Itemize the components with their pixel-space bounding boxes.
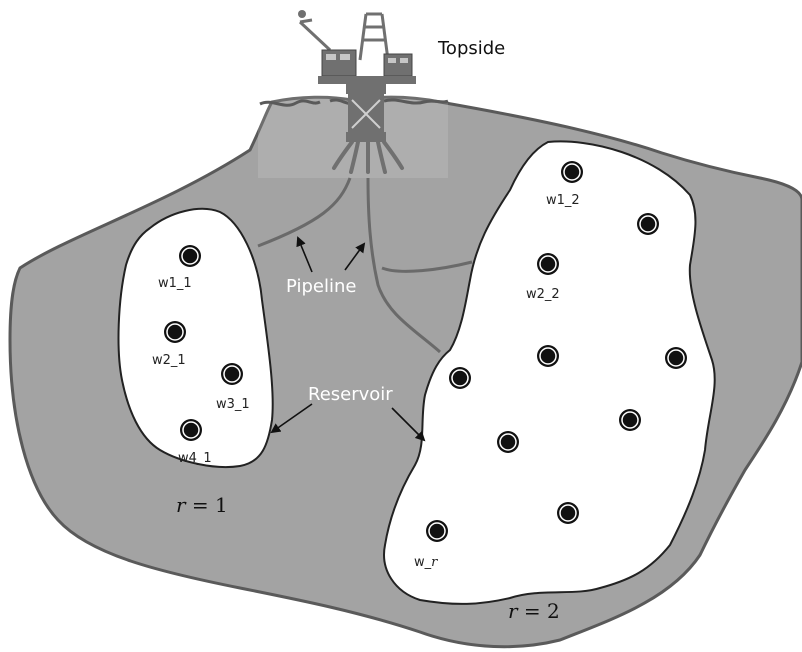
topside-label: Topside [437, 38, 505, 59]
reservoir-1-index: r = 1 [176, 493, 228, 517]
well-label-w1_1: w1_1 [158, 276, 192, 291]
well-label-w4_1: w4_1 [178, 451, 212, 466]
well-label-w_r: w_r [414, 555, 438, 570]
well-label-w2_2: w2_2 [526, 287, 560, 302]
reservoir-2-index: r = 2 [508, 599, 560, 623]
well-label-w2_1: w2_1 [152, 353, 186, 368]
reservoir-label: Reservoir [308, 384, 393, 405]
well-label-w3_1: w3_1 [216, 397, 250, 412]
pipeline-label: Pipeline [286, 276, 356, 297]
well-label-w1_2: w1_2 [546, 193, 580, 208]
